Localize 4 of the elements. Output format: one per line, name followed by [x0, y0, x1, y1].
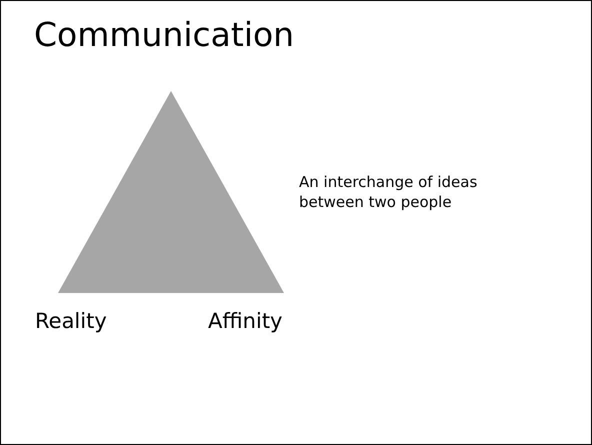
corner-label: Reality — [35, 309, 107, 333]
description-text: An interchange of ideas between two people — [299, 172, 478, 212]
slide-title: Communication — [34, 15, 294, 54]
corner-label: Affinity — [208, 309, 282, 333]
